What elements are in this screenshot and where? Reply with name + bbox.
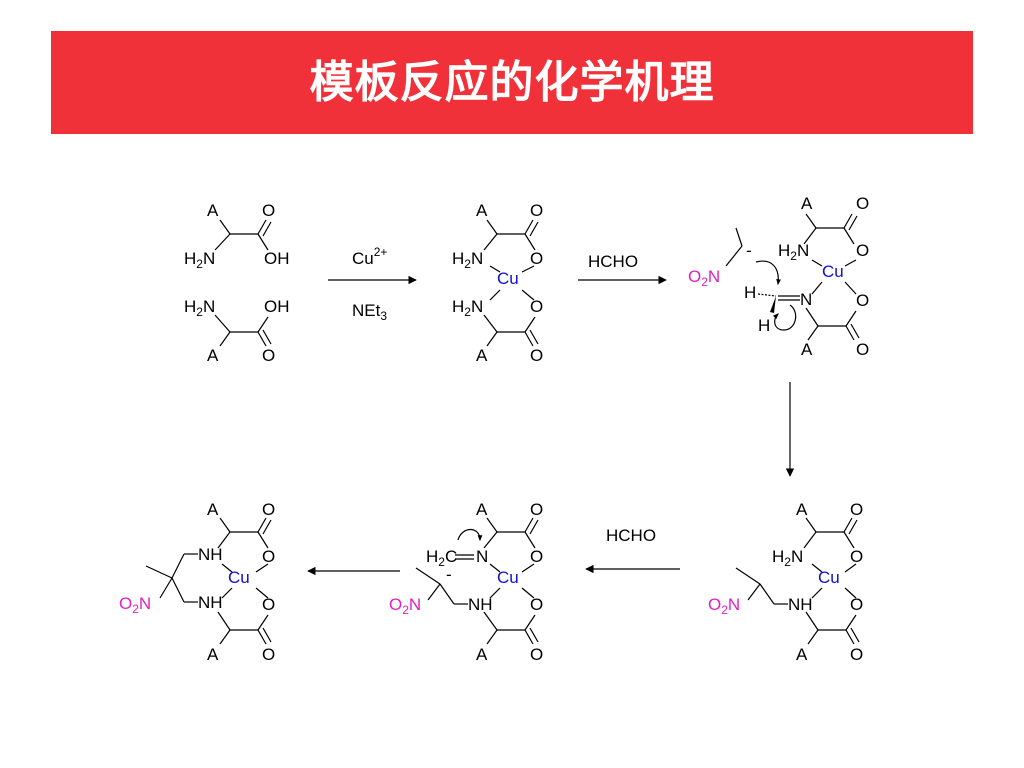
slide-title: 模板反应的化学机理 bbox=[309, 57, 715, 108]
atom-label: O bbox=[262, 500, 275, 519]
reagent-formaldehyde: HCHO bbox=[588, 252, 638, 271]
atom-label: H2N bbox=[778, 241, 809, 263]
copper-center: Cu bbox=[497, 568, 519, 587]
atom-label: H2C bbox=[426, 547, 457, 569]
atom-label: O bbox=[850, 645, 863, 664]
atom-label: A bbox=[796, 500, 808, 519]
reagent-base: NEt3 bbox=[352, 301, 387, 323]
nitroalkyl-complex: A O H2N O Cu O2N NH O A O bbox=[708, 500, 863, 664]
reagent-copper: Cu2+ bbox=[352, 245, 387, 268]
atom-label: O bbox=[530, 201, 543, 220]
atom-label: A bbox=[476, 346, 488, 365]
second-imine-complex: H2C N - A O O Cu O2N NH O A O bbox=[389, 500, 543, 664]
reagent-formaldehyde: HCHO bbox=[606, 526, 656, 545]
atom-label: N bbox=[476, 547, 488, 566]
nitro-group: O2N bbox=[708, 595, 740, 617]
atom-label: NH bbox=[468, 595, 493, 614]
atom-label: H2N bbox=[184, 297, 215, 319]
atom-label: OH bbox=[264, 249, 290, 268]
nitro-group: O2N bbox=[688, 267, 720, 289]
charge-label: - bbox=[746, 241, 752, 260]
atom-label: H bbox=[758, 316, 770, 335]
atom-label: O bbox=[530, 595, 543, 614]
copper-center: Cu bbox=[228, 568, 250, 587]
copper-complex: A O H2N O Cu H2N O A O bbox=[452, 201, 543, 365]
atom-label: O bbox=[856, 194, 869, 213]
reaction-arrow-4: HCHO bbox=[585, 526, 680, 574]
copper-center: Cu bbox=[497, 269, 519, 288]
atom-label: O bbox=[850, 500, 863, 519]
atom-label: H2N bbox=[772, 547, 803, 569]
atom-label: O bbox=[850, 595, 863, 614]
atom-label: O bbox=[530, 297, 543, 316]
atom-label: O bbox=[262, 645, 275, 664]
atom-label: O bbox=[530, 249, 543, 268]
atom-label: O bbox=[262, 595, 275, 614]
atom-label: O bbox=[850, 547, 863, 566]
atom-label: O bbox=[262, 201, 275, 220]
atom-label: H2N bbox=[452, 249, 483, 271]
atom-label: O bbox=[262, 346, 275, 365]
atom-label: A bbox=[207, 500, 219, 519]
atom-label: A bbox=[801, 194, 813, 213]
nitro-group: O2N bbox=[389, 595, 421, 617]
atom-label: A bbox=[476, 645, 488, 664]
atom-label: A bbox=[796, 645, 808, 664]
copper-center: Cu bbox=[818, 568, 840, 587]
reaction-arrow-2: HCHO bbox=[578, 252, 667, 285]
atom-label: H bbox=[744, 283, 756, 302]
atom-label: H2N bbox=[452, 297, 483, 319]
atom-label: NH bbox=[198, 545, 223, 564]
title-banner: 模板反应的化学机理 bbox=[51, 31, 973, 134]
nitro-group: O2N bbox=[119, 594, 151, 616]
atom-label: O bbox=[530, 547, 543, 566]
template-product: A O NH O Cu O2N NH O A O bbox=[119, 500, 275, 664]
atom-label: NH bbox=[788, 595, 813, 614]
atom-label: A bbox=[207, 201, 219, 220]
atom-label: O bbox=[530, 346, 543, 365]
atom-label: O bbox=[530, 500, 543, 519]
atom-label: A bbox=[801, 340, 813, 359]
charge-label: - bbox=[446, 565, 452, 584]
atom-label: NH bbox=[198, 593, 223, 612]
atom-label: A bbox=[476, 500, 488, 519]
atom-label: O bbox=[856, 340, 869, 359]
amino-acid-pair: A O H2N OH H2N OH A O bbox=[184, 201, 290, 365]
atom-label: A bbox=[476, 201, 488, 220]
atom-label: A bbox=[207, 645, 219, 664]
atom-label: H2N bbox=[184, 249, 215, 271]
atom-label: A bbox=[207, 346, 219, 365]
atom-label: O bbox=[262, 547, 275, 566]
atom-label: OH bbox=[264, 297, 290, 316]
atom-label: N bbox=[800, 290, 812, 309]
atom-label: O bbox=[856, 291, 869, 310]
copper-center: Cu bbox=[822, 262, 844, 281]
atom-label: O bbox=[530, 645, 543, 664]
imine-intermediate: O2N - H H N A O H2N O Cu O A O bbox=[688, 194, 869, 359]
reaction-arrow-1: Cu2+ NEt3 bbox=[328, 245, 417, 323]
atom-label: O bbox=[856, 241, 869, 260]
